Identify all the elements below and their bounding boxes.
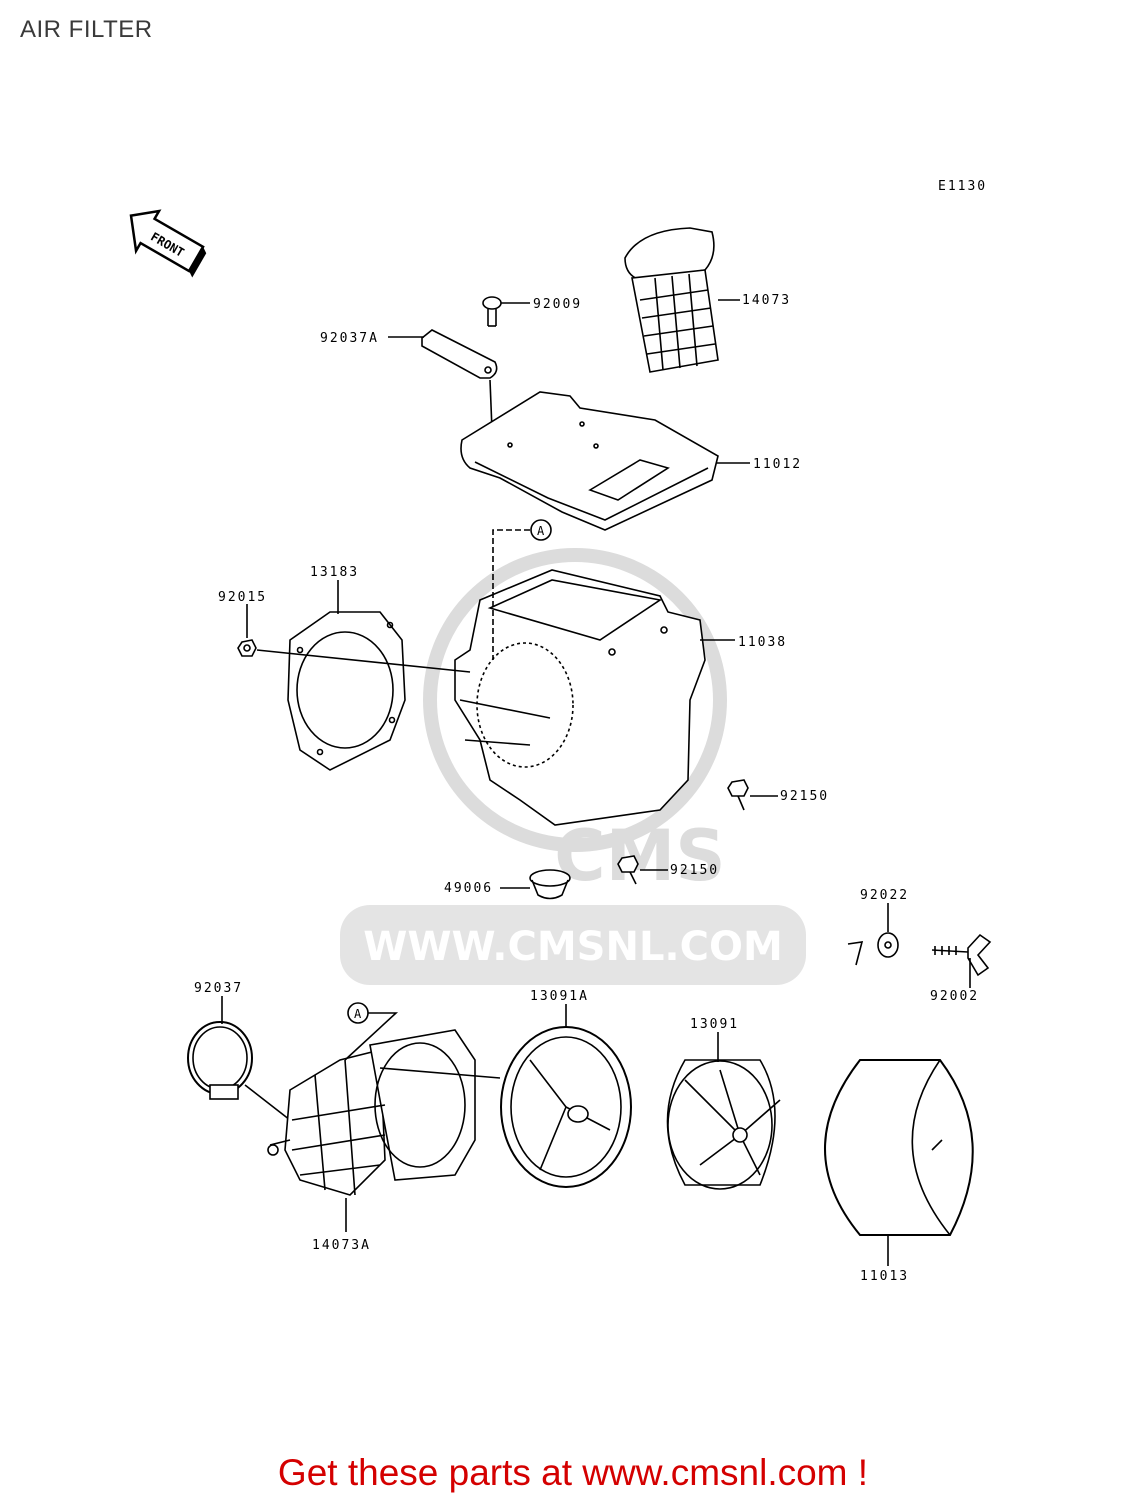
part-92150-bolt-lower (617, 855, 639, 885)
ref-a-circle-top (530, 519, 552, 541)
connector-92037 (244, 1084, 291, 1121)
label-14073: 14073 (742, 293, 791, 308)
watermark-text: WWW.CMSNL.COM (363, 924, 783, 970)
part-14073A-duct (267, 1029, 476, 1196)
label-92150-lower: 92150 (670, 863, 719, 878)
ref-a-leader-bottom (344, 1012, 399, 1061)
ref-a-circle-bottom (347, 1002, 369, 1024)
label-92009: 92009 (533, 297, 582, 312)
label-11013: 11013 (860, 1269, 909, 1284)
label-49006: 49006 (444, 881, 493, 896)
watermark-banner (340, 905, 806, 985)
label-92022: 92022 (860, 888, 909, 903)
part-92037A-strap (421, 329, 498, 379)
watermark-logo-circle (423, 548, 727, 852)
connector-92022 (847, 941, 864, 966)
part-13091-cage (666, 1059, 781, 1190)
label-92037A: 92037A (320, 331, 379, 346)
page-title: AIR FILTER (20, 16, 153, 43)
part-92002-wing-bolt (931, 933, 992, 977)
connector-92015 (256, 649, 471, 673)
air-box-opening (476, 642, 574, 768)
part-92022-washer (877, 932, 899, 958)
watermark-logo-text: CMS (554, 815, 725, 897)
part-11038-air-box (454, 569, 706, 826)
diagram-code: E1130 (938, 179, 987, 194)
part-92009-bolt (482, 296, 502, 327)
label-92002: 92002 (930, 989, 979, 1004)
parts-diagram: CMS WWW.CMSNL.COM E1130 FRONT (129, 179, 992, 1284)
label-11038: 11038 (738, 635, 787, 650)
part-14073-filter-element (624, 227, 719, 373)
ref-a-leader-top (492, 529, 530, 660)
connector-14073A (379, 1067, 501, 1079)
label-92015: 92015 (218, 590, 267, 605)
part-11012-cover (460, 391, 719, 531)
part-49006-cap (529, 869, 571, 900)
label-11012: 11012 (753, 457, 802, 472)
part-92150-bolt-upper (727, 779, 749, 811)
label-13091: 13091 (690, 1017, 739, 1032)
label-92037: 92037 (194, 981, 243, 996)
label-13183: 13183 (310, 565, 359, 580)
part-11013-element (824, 1059, 974, 1236)
ref-a-bottom-letter: A (354, 1007, 362, 1021)
footer-promo-link[interactable]: Get these parts at www.cmsnl.com ! (277, 1452, 869, 1493)
part-92015-nut (237, 639, 257, 657)
ref-a-top-letter: A (537, 524, 545, 538)
front-arrow-icon: FRONT (129, 209, 207, 278)
part-13183-gasket (287, 611, 406, 771)
part-13091A-holder (500, 1026, 632, 1188)
part-92037-clamp (187, 1021, 253, 1100)
label-14073A: 14073A (312, 1238, 371, 1253)
label-92150-upper: 92150 (780, 789, 829, 804)
label-13091A: 13091A (530, 989, 589, 1004)
